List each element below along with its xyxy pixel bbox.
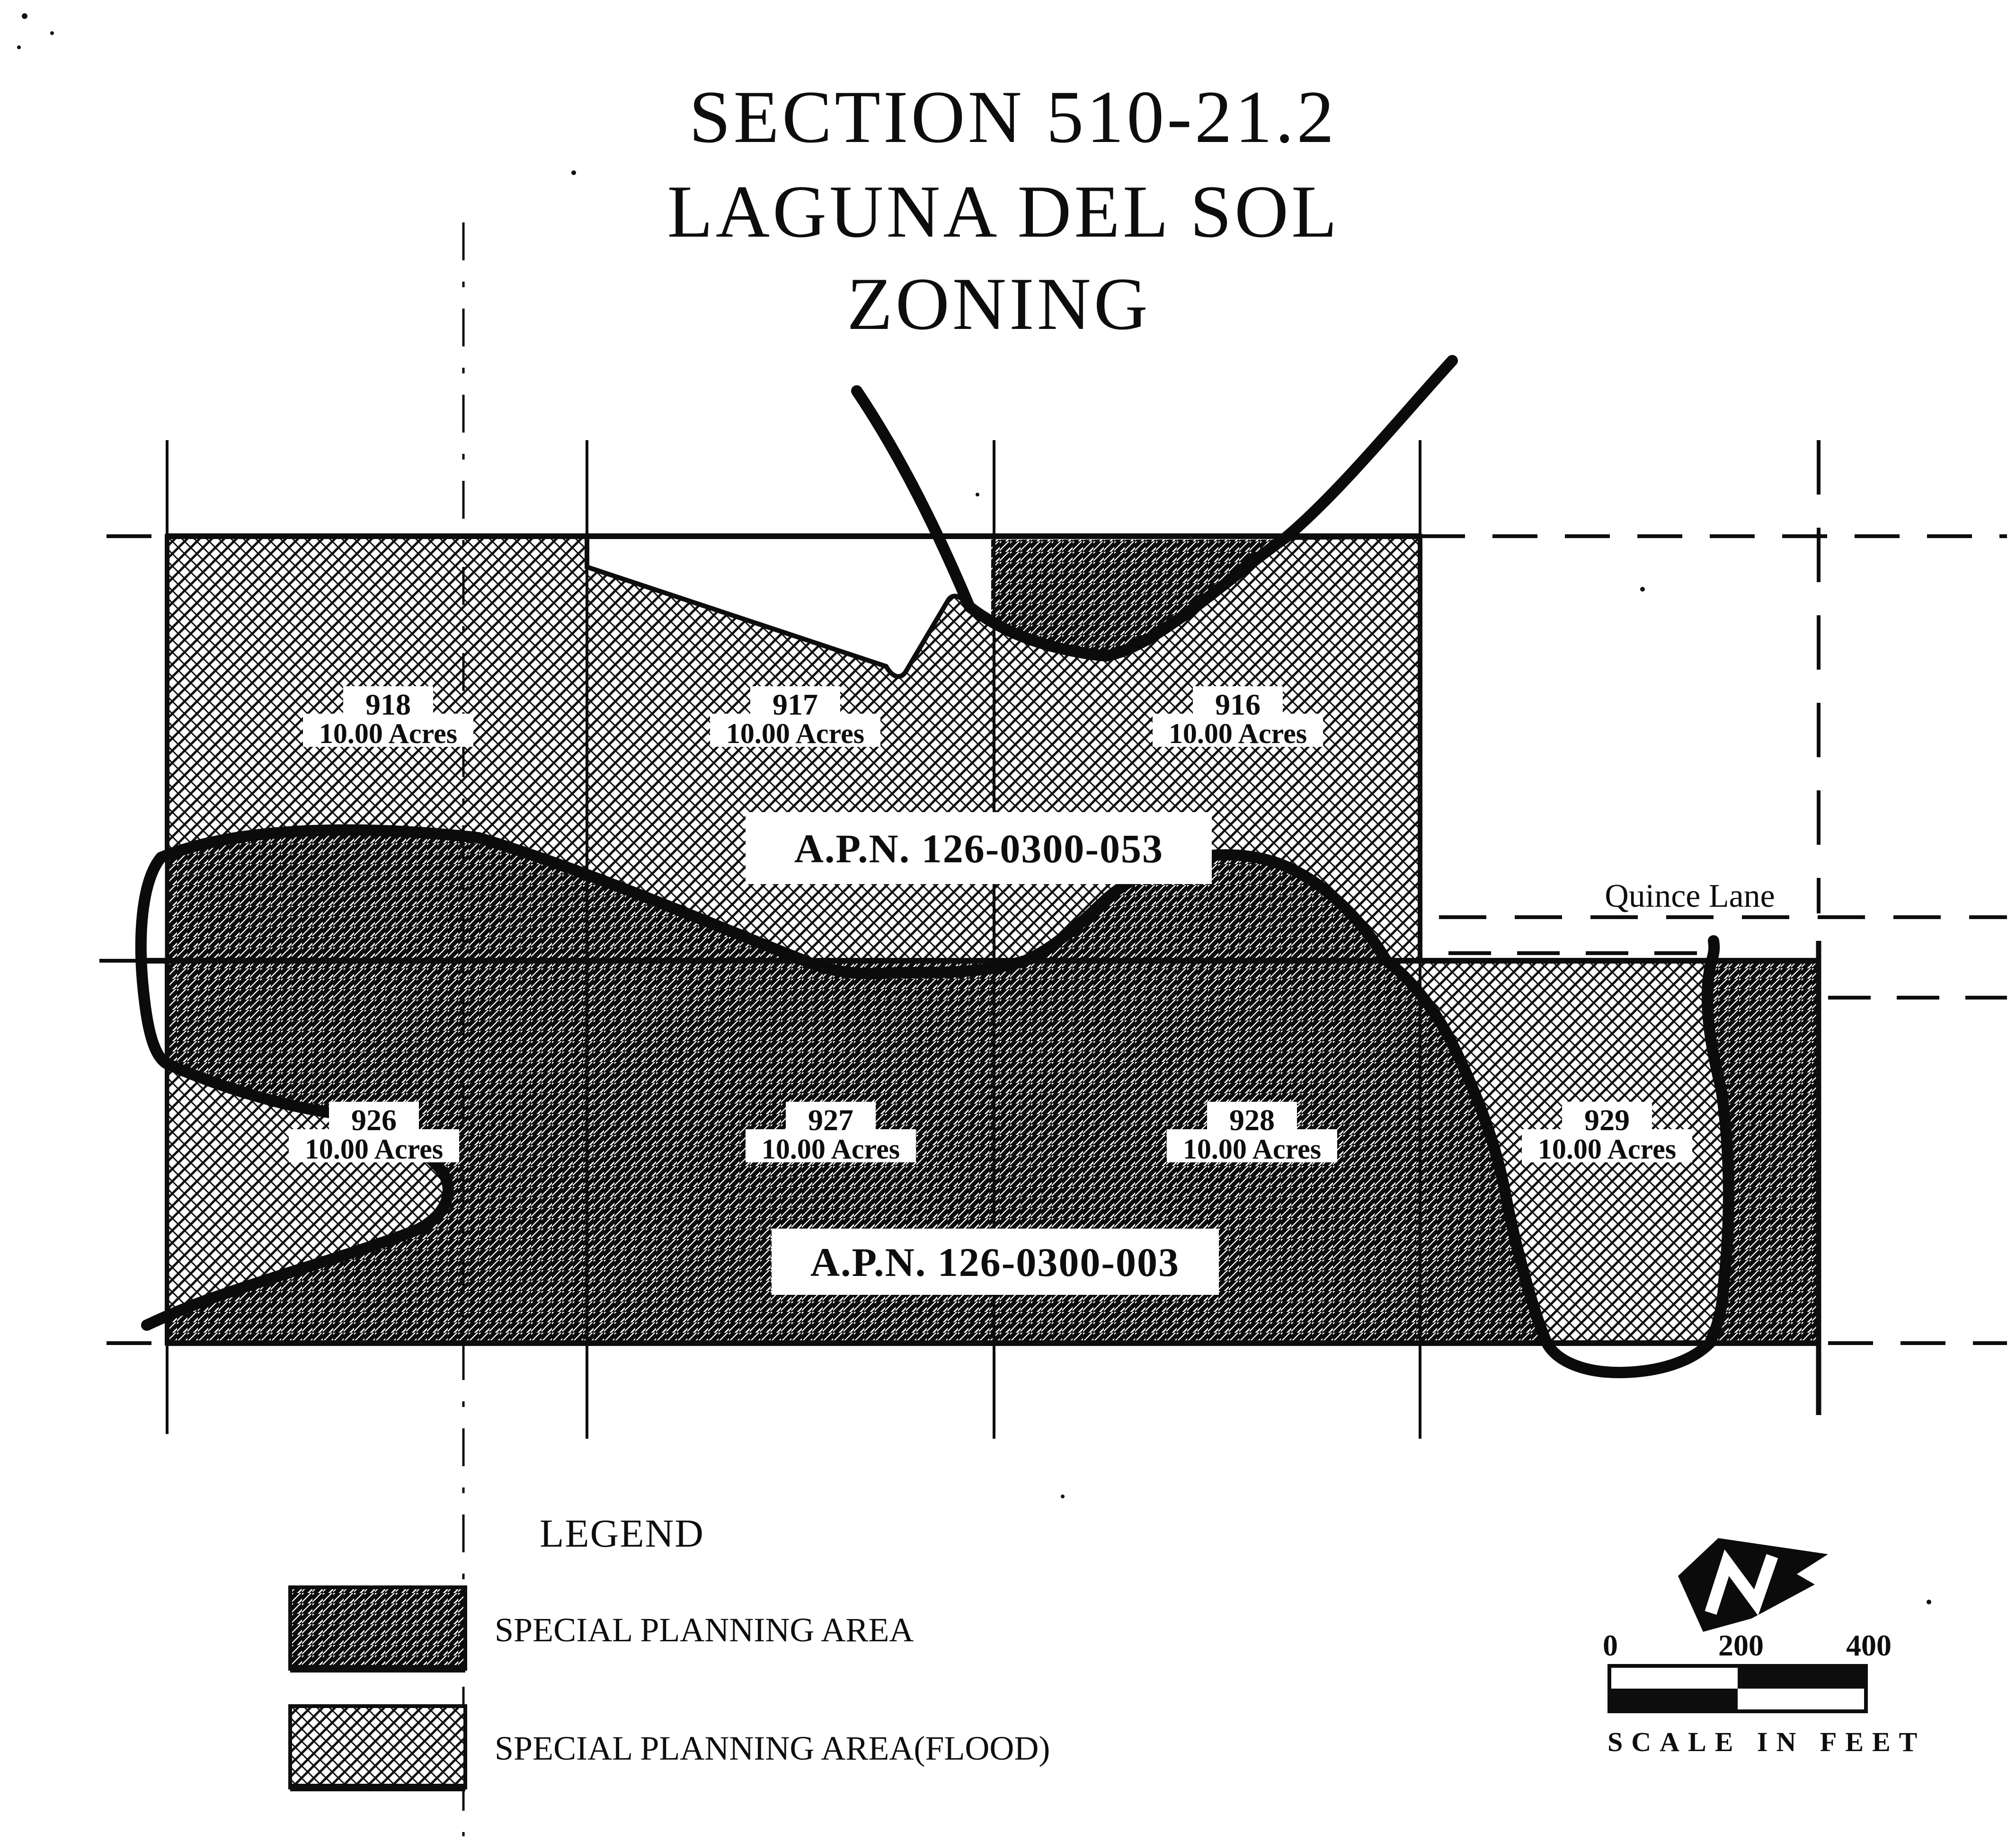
label-box bbox=[343, 686, 433, 717]
scale-bar-graphic bbox=[1607, 1664, 1868, 1713]
scale-bar: 0 200 400 SCALE IN FEET bbox=[1603, 1629, 1926, 1757]
north-arrow-icon bbox=[1678, 1538, 1828, 1632]
label-box bbox=[1153, 714, 1323, 747]
scan-specks bbox=[17, 13, 1931, 1604]
parcel-number: 918 bbox=[365, 688, 411, 721]
legend: LEGEND SPECIAL PLANNING AREA SPECIAL PLA… bbox=[288, 1512, 1050, 1791]
label-box bbox=[1562, 1102, 1652, 1133]
parcel-number: 927 bbox=[808, 1103, 853, 1137]
apn-north-label: A.P.N. 126-0300-053 bbox=[746, 812, 1212, 884]
label-box bbox=[710, 714, 880, 747]
label-box bbox=[746, 1129, 916, 1162]
parcel-area: 10.00 Acres bbox=[1538, 1133, 1676, 1165]
map-title: SECTION 510-21.2 LAGUNA DEL SOL ZONING bbox=[667, 76, 1340, 345]
label-box bbox=[303, 714, 473, 747]
spa-wedge-north bbox=[991, 540, 1281, 656]
title-line-1: SECTION 510-21.2 bbox=[689, 76, 1337, 159]
parcel-number: 917 bbox=[773, 688, 818, 721]
scale-tick-0: 0 bbox=[1603, 1629, 1618, 1662]
parcel-number: 929 bbox=[1584, 1103, 1630, 1137]
parcel-area: 10.00 Acres bbox=[726, 718, 864, 749]
parcel-926: 926 10.00 Acres bbox=[289, 1102, 459, 1165]
flood-boundary-main bbox=[155, 824, 1734, 1379]
legend-swatch-flood bbox=[288, 1704, 467, 1789]
parcel-916: 916 10.00 Acres bbox=[1153, 686, 1323, 749]
scale-caption: SCALE IN FEET bbox=[1607, 1726, 1926, 1757]
scale-tick-200: 200 bbox=[1718, 1629, 1764, 1662]
label-box bbox=[1207, 1102, 1297, 1133]
parcel-928: 928 10.00 Acres bbox=[1167, 1102, 1337, 1165]
title-line-2: LAGUNA DEL SOL bbox=[667, 170, 1340, 253]
label-box bbox=[289, 1129, 459, 1162]
label-box bbox=[1193, 686, 1283, 717]
title-line-3: ZONING bbox=[847, 263, 1151, 345]
map-body: Quince Lane 918 10.00 Acres 917 10.00 Ac… bbox=[99, 222, 2007, 1836]
parcel-area: 10.00 Acres bbox=[762, 1133, 900, 1165]
apn-number-south: A.P.N. 126-0300-003 bbox=[810, 1239, 1180, 1285]
label-box bbox=[329, 1102, 419, 1133]
legend-heading: LEGEND bbox=[540, 1512, 704, 1556]
label-box bbox=[1522, 1129, 1692, 1162]
apn-south-label: A.P.N. 126-0300-003 bbox=[772, 1229, 1219, 1295]
parcel-area: 10.00 Acres bbox=[1183, 1133, 1321, 1165]
parcel-number: 928 bbox=[1229, 1103, 1275, 1137]
parcel-number: 916 bbox=[1215, 688, 1261, 721]
road-label-quince-lane: Quince Lane bbox=[1605, 878, 1775, 914]
label-box bbox=[1167, 1129, 1337, 1162]
parcel-927: 927 10.00 Acres bbox=[746, 1102, 916, 1165]
parcel-number: 926 bbox=[351, 1103, 397, 1137]
label-box bbox=[786, 1102, 876, 1133]
parcel-area: 10.00 Acres bbox=[319, 718, 457, 749]
parcel-area: 10.00 Acres bbox=[1169, 718, 1307, 749]
creek-curve bbox=[851, 355, 1458, 662]
label-box bbox=[746, 812, 1212, 884]
legend-label-spa: SPECIAL PLANNING AREA bbox=[495, 1611, 914, 1649]
parcel-918: 918 10.00 Acres bbox=[303, 686, 473, 749]
legend-label-flood: SPECIAL PLANNING AREA(FLOOD) bbox=[495, 1729, 1050, 1767]
label-box bbox=[772, 1229, 1219, 1295]
parcel-929: 929 10.00 Acres bbox=[1522, 1102, 1692, 1165]
apn-number-north: A.P.N. 126-0300-053 bbox=[794, 826, 1163, 871]
quince-lane-south-dashes bbox=[1448, 951, 2007, 1000]
legend-swatch-spa bbox=[288, 1585, 467, 1671]
label-box bbox=[750, 686, 840, 717]
parcel-917: 917 10.00 Acres bbox=[710, 686, 880, 749]
scale-tick-400: 400 bbox=[1846, 1629, 1892, 1662]
parcel-area: 10.00 Acres bbox=[305, 1133, 443, 1165]
